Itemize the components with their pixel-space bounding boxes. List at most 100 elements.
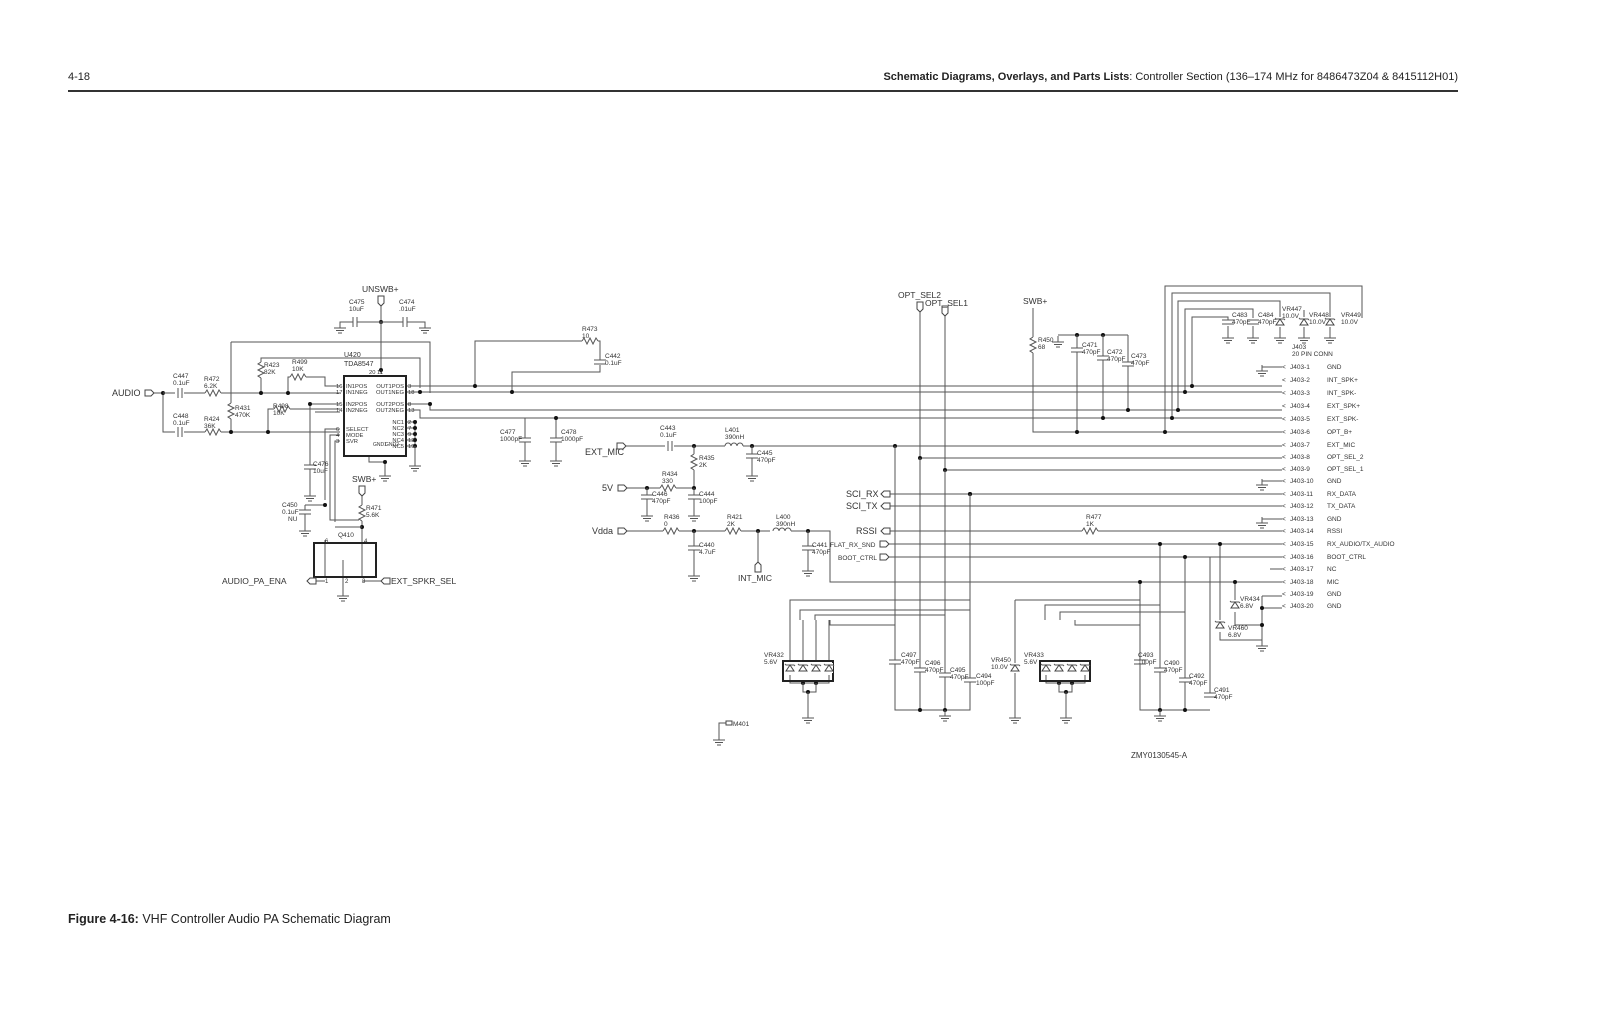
port-audio	[144, 389, 155, 397]
value-r435: 2K	[699, 462, 708, 469]
diode-gap	[1276, 317, 1284, 327]
ref-c474: C474	[399, 299, 415, 306]
diode-triangle	[1010, 664, 1020, 672]
ref-vr449: VR449	[1341, 312, 1361, 319]
junction-dot	[1101, 416, 1105, 420]
ref-c473: C473	[1131, 353, 1147, 360]
ground-icon	[519, 455, 531, 467]
junction-dot	[308, 402, 312, 406]
junction-dot	[1126, 408, 1130, 412]
ref-r434: R434	[662, 471, 678, 478]
cap-gap	[889, 660, 901, 664]
res-gap	[359, 505, 365, 521]
capacitor-icon	[964, 677, 976, 683]
ic-pin-name: OUT1NEG	[376, 390, 405, 396]
connector-pin-id: J403-3	[1290, 390, 1310, 397]
connector-pin-signal: OPT_SEL_1	[1327, 466, 1364, 473]
ground-icon	[299, 525, 311, 537]
ground-icon	[746, 470, 758, 482]
junction-dot	[379, 368, 383, 372]
junction-dot	[413, 420, 417, 424]
connector-pin-signal: MIC	[1327, 579, 1339, 586]
junction-dot	[1176, 408, 1180, 412]
wire	[894, 446, 971, 711]
value-c493: 100pF	[1138, 659, 1156, 666]
value-c491: 470pF	[1214, 694, 1232, 701]
cap-gap	[802, 546, 814, 550]
diode-bar	[810, 663, 822, 667]
res-zigzag	[256, 361, 266, 379]
cap-gap	[519, 438, 531, 442]
cap-gap	[1122, 362, 1134, 366]
port-sci-tx-label: SCI_TX	[846, 501, 878, 511]
res-gap	[228, 403, 234, 419]
ref-c495: C495	[950, 667, 966, 674]
res-gap	[660, 485, 676, 491]
wire	[791, 530, 1282, 583]
zener-diode-icon	[1229, 600, 1241, 610]
diode-gap	[1300, 317, 1308, 327]
zener-diode-icon	[784, 663, 796, 673]
ic-pin-name: NC4	[392, 438, 404, 444]
ground-icon	[1154, 710, 1166, 722]
ref-c447: C447	[173, 373, 189, 380]
res-gap	[290, 374, 306, 380]
connector-pin-id: J403-17	[1290, 566, 1314, 573]
cap-gap	[1204, 693, 1216, 697]
port-int-mic	[754, 561, 762, 573]
port-v5	[617, 484, 628, 492]
ref-c448: C448	[173, 413, 189, 420]
cap-gap	[594, 360, 606, 364]
ref-q410: Q410	[338, 532, 354, 539]
ic-pin-num: 14	[336, 408, 343, 414]
wire	[420, 417, 526, 455]
junction-dot	[1233, 580, 1237, 584]
diode-triangle	[1275, 318, 1285, 326]
connector-pin-id: J403-1	[1290, 364, 1310, 371]
ref-c444: C444	[699, 491, 715, 498]
junction-dot	[413, 438, 417, 442]
ground-icon	[1247, 332, 1259, 344]
value-r424: 36K	[204, 423, 216, 430]
zener-diode-icon	[1009, 663, 1021, 673]
value-r472: 6.2K	[204, 383, 218, 390]
diode-gap	[1231, 600, 1239, 610]
zener-diode-icon	[1040, 663, 1052, 673]
port-opt-sel2-label: OPT_SEL2	[898, 290, 941, 300]
inductor-icon	[724, 442, 744, 447]
diode-triangle	[1230, 601, 1240, 609]
ref-r472: R472	[204, 376, 220, 383]
value-r477: 1K	[1086, 521, 1095, 528]
ref-c442: C442	[605, 353, 621, 360]
ref-r477: R477	[1086, 514, 1102, 521]
port-swb-label: SWB+	[352, 474, 376, 484]
value-l400: 390nH	[776, 521, 795, 528]
connector-pin-id: J403-2	[1290, 377, 1310, 384]
connector-pin-id: J403-7	[1290, 442, 1310, 449]
connector-pin-arrow: <	[1282, 454, 1286, 461]
ic-pin-num: 17	[336, 390, 342, 396]
cap-gap	[1097, 356, 1109, 360]
res-gap	[1082, 528, 1098, 534]
resistor-icon	[204, 388, 222, 398]
port-flag-icon	[879, 540, 890, 548]
connector-desc: 20 PIN CONN	[1292, 351, 1333, 358]
diode-triangle	[811, 664, 821, 672]
figure-caption: Figure 4-16: VHF Controller Audio PA Sch…	[68, 912, 391, 926]
resistor-icon	[1028, 336, 1038, 354]
port-audio-label: AUDIO	[112, 388, 141, 398]
ind-coil	[724, 442, 744, 447]
ic-pin-name: OUT2POS	[376, 402, 404, 408]
ground-icon	[939, 710, 951, 722]
ground-icon	[1060, 712, 1072, 724]
resistor-icon	[204, 427, 222, 437]
cap-gap	[641, 495, 653, 499]
value-c474: .01uF	[399, 306, 416, 313]
wire	[1139, 582, 1210, 711]
header-title-rest: : Controller Section (136–174 MHz for 84…	[1129, 71, 1458, 83]
